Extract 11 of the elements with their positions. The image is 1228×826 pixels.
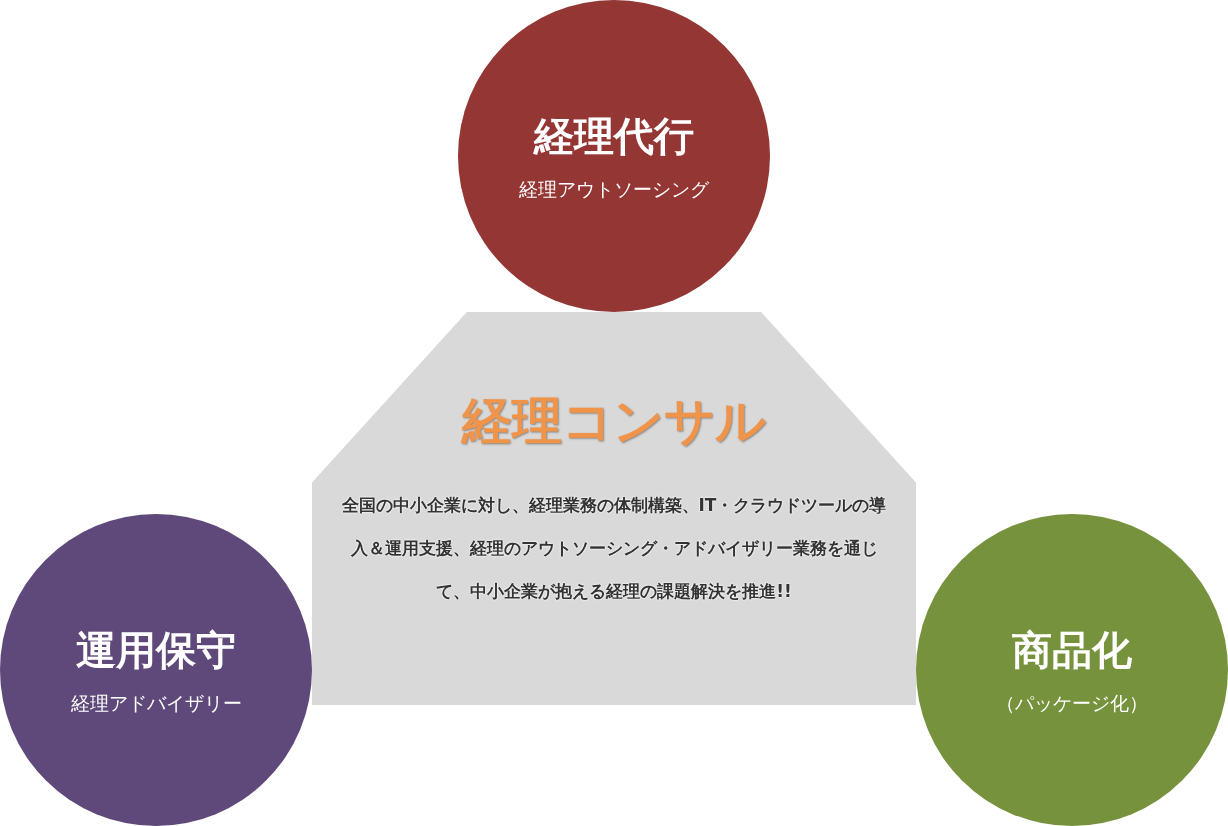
heading: 経理代行 bbox=[534, 111, 694, 160]
service-circle bbox=[916, 514, 1228, 826]
heading: 運用保守 bbox=[76, 625, 236, 674]
service-circle bbox=[0, 514, 312, 826]
consulting-triangle bbox=[312, 312, 916, 705]
heading: 商品化 bbox=[1012, 625, 1132, 674]
subheading: 経理アドバイザリー bbox=[70, 691, 242, 715]
subheading: 経理アウトソーシング bbox=[519, 177, 709, 201]
subheading: （パッケージ化） bbox=[996, 691, 1148, 715]
description-text: 全国の中小企業に対し、経理業務の体制構築、IT・クラウドツールの導入＆運用支援、経理のアウトソーシング・アドバイザリー業務を通じて、中小企業が抱える経理の課題解決を推進!! bbox=[340, 494, 888, 603]
heading: 経理コンサル bbox=[462, 391, 766, 452]
